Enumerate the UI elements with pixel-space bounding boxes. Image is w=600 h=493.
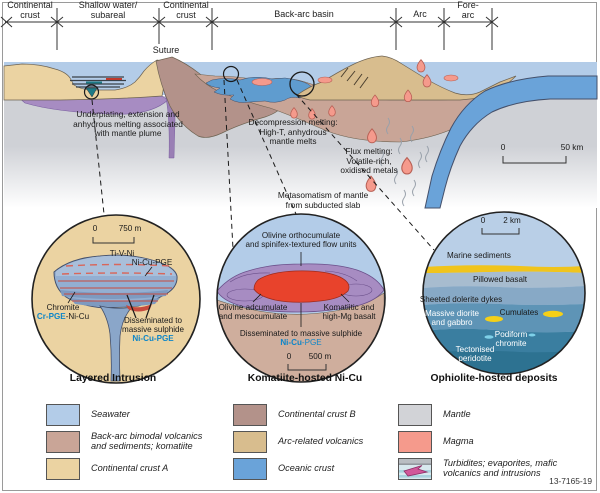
legend-swatch bbox=[233, 458, 267, 480]
callout-dashed-lines bbox=[91, 79, 435, 251]
arrowhead-crosses bbox=[0, 16, 499, 28]
podiform-chromite-lens bbox=[528, 333, 536, 337]
pillowed-basalt-label: Pillowed basalt bbox=[473, 275, 527, 284]
layered-scale-zero: 0 bbox=[92, 224, 98, 233]
layered-scale-bar bbox=[92, 237, 135, 244]
main-scale-zero: 0 bbox=[500, 142, 506, 152]
legend-item-seawater: Seawater bbox=[46, 404, 231, 426]
main-scale-bar bbox=[502, 156, 567, 164]
legend-swatch bbox=[398, 404, 432, 426]
ophiolite-scale-max: 2 km bbox=[503, 216, 521, 225]
ophiolite-caption: Ophiolite-hosted deposits bbox=[430, 373, 558, 384]
sheeted-dykes-label: Sheeted dolerite dykes bbox=[419, 295, 503, 304]
diorite-gabbro-layer bbox=[423, 303, 585, 333]
zone-header-arrows bbox=[0, 8, 499, 50]
zone-label-fore-arc: Fore-arc bbox=[457, 0, 479, 20]
sheeted-dykes-layer bbox=[423, 286, 585, 305]
legend-item-arc-related-volcanics: Arc-related volcanics bbox=[233, 431, 393, 453]
turbidite-basin-fill bbox=[70, 76, 126, 88]
volcano-hatch-marks bbox=[340, 67, 369, 89]
legend-item-continental-crust-b: Continental crust B bbox=[233, 404, 393, 426]
figure-number: 13-7165-19 bbox=[549, 476, 592, 486]
zone-label-arc: Arc bbox=[413, 9, 427, 19]
subducting-oceanic-crust-slab bbox=[424, 75, 598, 209]
ophiolite-scale-zero: 0 bbox=[480, 216, 486, 225]
legend-item-continental-crust-a: Continental crust A bbox=[46, 458, 231, 480]
komatiite-scale-bar bbox=[287, 364, 327, 371]
legend-swatch-turbidite-pattern bbox=[398, 458, 432, 480]
komatiite-magma-core bbox=[253, 270, 350, 303]
cumulate-lens bbox=[485, 316, 503, 322]
zone-label-back-arc-basin: Back-arc basin bbox=[274, 9, 334, 19]
podiform-chromite-lens bbox=[484, 335, 494, 339]
cumulates-label: Cumulates bbox=[499, 308, 539, 317]
ophiolite-inset bbox=[422, 211, 586, 375]
legend-item-magma: Magma bbox=[398, 431, 593, 453]
legend-swatch bbox=[46, 404, 80, 426]
suture-label: Suture bbox=[152, 45, 180, 55]
ti-v-ni-label: Ti-V-Ni bbox=[109, 249, 135, 258]
flux-melting-note: Flux melting:Volatile-rich,oxidised meta… bbox=[340, 146, 398, 176]
continental-crust-a-shape bbox=[3, 59, 165, 101]
legend-swatch bbox=[233, 404, 267, 426]
layered-intrusion-inset bbox=[31, 214, 201, 384]
komatiite-disseminated-label: Disseminated to massive sulphide Ni-Cu-P… bbox=[239, 329, 363, 347]
intrusion-deposit-marker bbox=[85, 87, 98, 98]
komatiite-caption: Komatiite-hosted Ni-Cu bbox=[247, 373, 363, 384]
ophiolite-yellow-band bbox=[423, 265, 585, 273]
legend-swatch bbox=[398, 431, 432, 453]
layered-intrusion-caption: Layered Intrusion bbox=[69, 373, 157, 384]
volatile-squiggles bbox=[380, 117, 429, 207]
ophiolite-scale-bar bbox=[481, 228, 520, 235]
marine-sediments-label: Marine sediments bbox=[447, 251, 511, 260]
callout-rings bbox=[83, 65, 315, 100]
main-scale-max: 50 km bbox=[560, 142, 584, 152]
layered-scale-max: 750 m bbox=[118, 224, 142, 233]
legend-swatch bbox=[46, 458, 80, 480]
pillowed-basalt-layer bbox=[423, 271, 585, 288]
legend-item-oceanic-crust: Oceanic crust bbox=[233, 458, 393, 480]
komatiite-scale-max: 500 m bbox=[308, 352, 332, 361]
cumulate-lens bbox=[543, 310, 563, 318]
back-arc-oceanic-crust-patch bbox=[205, 76, 314, 103]
legend-item-mantle: Mantle bbox=[398, 404, 593, 426]
legend-swatch bbox=[233, 431, 267, 453]
magma-sill-lenses bbox=[251, 74, 459, 86]
komatiite-inset bbox=[216, 213, 386, 383]
chromite-label: Chromite Cr-PGE-Ni-Cu bbox=[36, 303, 90, 321]
zone-label-shallow-water: Shallow water/subareal bbox=[78, 0, 138, 20]
legend-swatch bbox=[46, 431, 80, 453]
komatiite-scale-zero: 0 bbox=[286, 352, 292, 361]
ni-cu-pge-label: Ni-Cu-PGE bbox=[131, 258, 173, 267]
